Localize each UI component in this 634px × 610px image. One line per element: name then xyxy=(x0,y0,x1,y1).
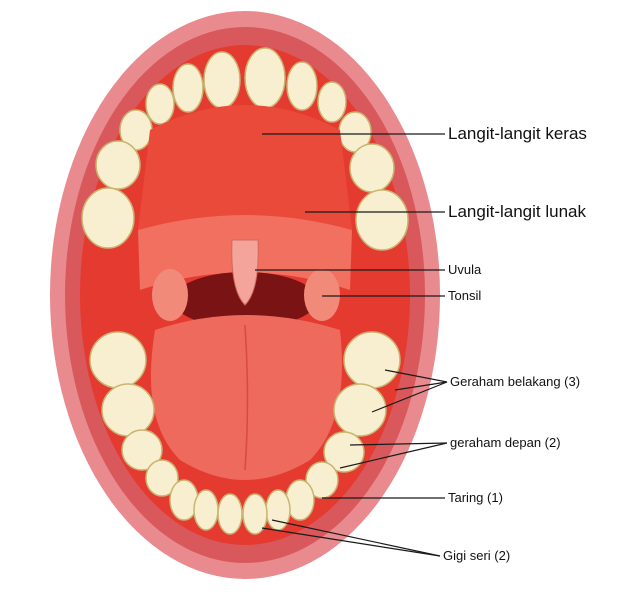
label-incisors: Gigi seri (2) xyxy=(443,548,510,563)
label-tonsil: Tonsil xyxy=(448,288,481,303)
label-hard-palate: Langit-langit keras xyxy=(448,124,587,144)
tonsil-left xyxy=(152,269,188,321)
label-canine: Taring (1) xyxy=(448,490,503,505)
hard-palate xyxy=(138,105,352,230)
label-soft-palate: Langit-langit lunak xyxy=(448,202,586,222)
label-premolars: geraham depan (2) xyxy=(450,435,561,450)
tonsil-right xyxy=(304,269,340,321)
label-uvula: Uvula xyxy=(448,262,481,277)
label-molars: Geraham belakang (3) xyxy=(450,374,580,389)
